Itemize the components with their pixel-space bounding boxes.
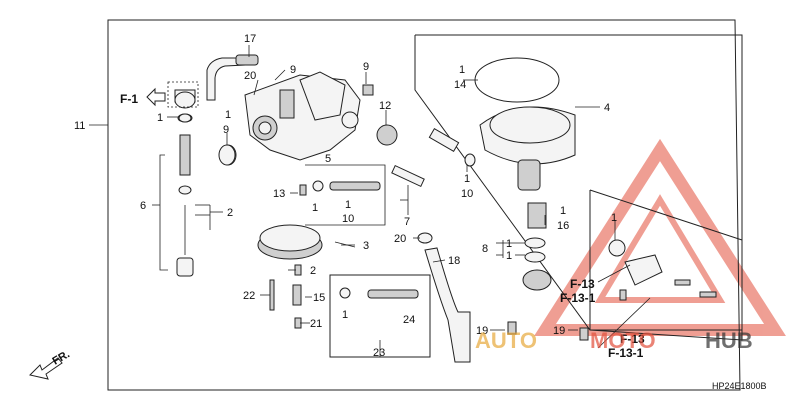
watermark-hub: HUB	[705, 328, 753, 353]
callout-6: 6	[140, 200, 146, 212]
callout-1: 1	[312, 202, 318, 214]
callout-12: 12	[379, 100, 391, 112]
callout-18: 18	[448, 255, 460, 267]
front-arrow	[29, 357, 63, 380]
callout-4: 4	[604, 102, 610, 114]
small-parts	[174, 84, 589, 341]
callout-23: 23	[373, 347, 385, 359]
reference-labels: F-1 F-13 F-13-1 F-13 F-13-1	[120, 92, 645, 360]
callout-1: 1	[225, 109, 231, 121]
callout-14: 14	[454, 79, 466, 91]
callout-1: 1	[560, 205, 566, 217]
callout-1: 1	[157, 112, 163, 124]
callout-9: 9	[290, 64, 296, 76]
callout-1: 1	[506, 250, 512, 262]
fuel-valve	[608, 239, 717, 301]
callout-24: 24	[403, 314, 415, 326]
front-label: FR.	[51, 348, 72, 367]
callout-13: 13	[273, 188, 285, 200]
callout-17: 17	[244, 33, 256, 45]
callout-1: 1	[464, 173, 470, 185]
callout-1: 1	[342, 309, 348, 321]
f1-arrow	[146, 81, 199, 108]
callout-1: 1	[459, 64, 465, 76]
ref-f13: F-13	[570, 277, 595, 291]
callout-10: 10	[461, 188, 473, 200]
callout-16: 16	[557, 220, 569, 232]
ref-f13-1: F-13-1	[560, 291, 596, 305]
callout-11: 11	[74, 120, 85, 132]
callout-20: 20	[394, 233, 406, 245]
callout-22: 22	[243, 290, 255, 302]
callout-2: 2	[310, 265, 316, 277]
callout-3: 3	[363, 240, 369, 252]
callout-19: 19	[553, 325, 565, 337]
callout-7: 7	[404, 216, 410, 228]
callout-20: 20	[244, 70, 256, 82]
callout-5: 5	[325, 153, 331, 165]
top-cap	[257, 224, 356, 260]
callout-8: 8	[482, 243, 488, 255]
callout-2: 2	[227, 207, 233, 219]
hose-18	[424, 247, 471, 363]
watermark-moto: MOTO	[590, 328, 656, 353]
diagram-frame	[107, 19, 743, 391]
hose-17	[206, 54, 259, 101]
ref-f13: F-13	[620, 332, 645, 346]
callout-9: 9	[223, 124, 229, 136]
callout-1: 1	[611, 212, 617, 224]
carburetor-body	[244, 71, 361, 161]
watermark-auto: AUTO	[475, 328, 537, 353]
callout-1: 1	[506, 238, 512, 250]
watermark-text: AUTO MOTO HUB	[475, 328, 753, 353]
float-chamber	[474, 57, 576, 191]
callout-19: 19	[476, 325, 488, 337]
callout-9: 9	[363, 61, 369, 73]
leader-lines	[89, 45, 651, 357]
callout-21: 21	[310, 318, 322, 330]
callout-15: 15	[313, 292, 325, 304]
diagram-code: HP24E1800B	[712, 381, 767, 391]
callout-labels: 11 1 1 9 6 2 17 20 9 9 12 1 14 4 1 10 5 …	[74, 33, 617, 359]
ref-f13-1: F-13-1	[608, 346, 644, 360]
callout-10: 10	[342, 213, 354, 225]
ref-f1: F-1	[120, 92, 138, 106]
callout-1: 1	[345, 199, 351, 211]
